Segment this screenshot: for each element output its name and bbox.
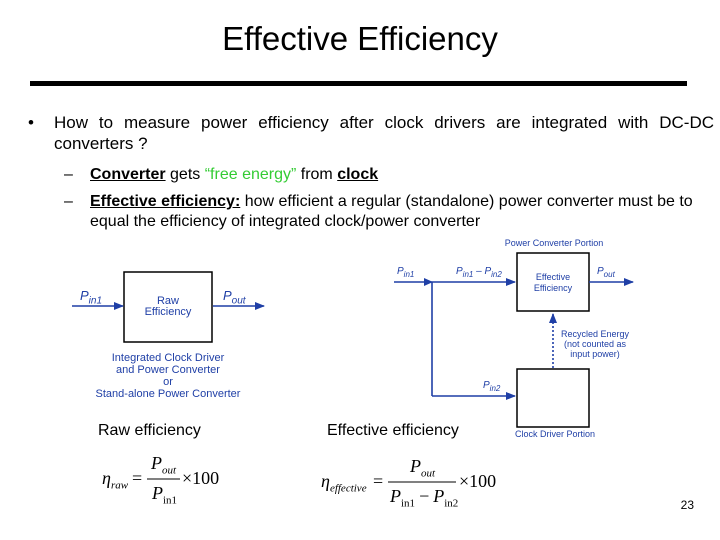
raw-eq-times: ×100 (182, 468, 220, 488)
eff-pin1-label: Pin1 (397, 266, 415, 279)
clock-driver-portion-label: Clock Driver Portion (514, 429, 596, 439)
power-converter-portion-label: Power Converter Portion (504, 238, 604, 248)
eff-pin2-label: Pin2 (483, 380, 501, 393)
dash-marker: – (64, 166, 73, 183)
effective-efficiency-box (516, 252, 590, 312)
eff-eq-equals: = (373, 471, 384, 491)
raw-eq-denominator: Pin1 (152, 483, 178, 507)
raw-box-label: Raw Efficiency (144, 295, 192, 318)
eff-eq-numerator: Pout (410, 456, 436, 480)
effective-efficiency-definition: how efficient a regular (standalone) pow… (90, 193, 693, 230)
recycled-energy-label: Recycled Energy (not counted as input po… (560, 329, 630, 359)
raw-efficiency-box (123, 271, 213, 343)
eff-pout-label: Pout (597, 266, 615, 279)
raw-diagram-caption: Integrated Clock Driver and Power Conver… (95, 352, 241, 400)
eff-eq-denominator: Pin1−Pin2 (390, 486, 459, 510)
raw-eq-equals: = (132, 468, 143, 488)
keyword-converter: Converter (90, 166, 166, 183)
clock-driver-box (516, 368, 590, 428)
raw-pin-label: Pin1 (80, 288, 103, 307)
raw-pout-label: Pout (223, 288, 246, 307)
free-energy-text: “free energy” (204, 166, 297, 183)
bullet-text: How to measure power efficiency after cl… (54, 113, 714, 153)
eff-eq-times: ×100 (459, 471, 497, 491)
pin1-midarrow (424, 278, 433, 286)
eff-eq-lhs: ηeffective (321, 471, 367, 495)
keyword-effective-efficiency: Effective efficiency: (90, 193, 241, 210)
page-number: 23 (680, 498, 694, 512)
raw-eq-numerator: Pout (151, 453, 177, 477)
title-rule (30, 81, 687, 86)
effective-box-label: Effective Efficiency (533, 272, 573, 293)
bullet-marker: • (28, 113, 34, 132)
keyword-clock: clock (337, 166, 379, 183)
slide-title: Effective Efficiency (222, 20, 498, 57)
raw-eq-lhs: ηraw (102, 468, 129, 492)
effective-efficiency-caption: Effective efficiency (327, 422, 459, 439)
raw-efficiency-caption: Raw efficiency (98, 422, 201, 439)
dash-marker: – (64, 193, 73, 210)
diff-label: Pin1 – Pin2 (456, 266, 502, 279)
